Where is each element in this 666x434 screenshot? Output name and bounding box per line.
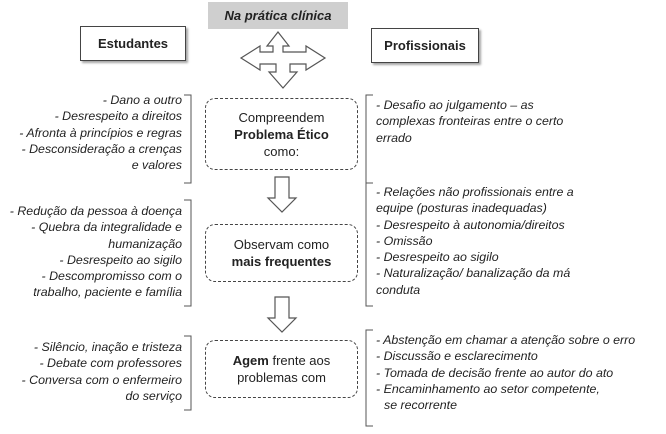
right-bracket-2 xyxy=(365,182,373,307)
list-item: equipe (posturas inadequadas) xyxy=(376,201,547,216)
center-box-act-post: frente aos problemas com xyxy=(237,353,331,385)
center-box-observe-bold: mais frequentes xyxy=(231,254,332,269)
list-item: - Discussão e esclarecimento xyxy=(376,349,538,364)
center-box-observe-pre: Observam como xyxy=(233,237,330,252)
students-title: Estudantes xyxy=(80,26,186,61)
list-item: - Desrespeito ao sigilo xyxy=(59,252,182,267)
right-bracket-3 xyxy=(365,329,373,427)
down-arrow-icon-1 xyxy=(266,176,298,213)
list-item: errado xyxy=(376,130,412,145)
center-box-understand-pre: Compreendem xyxy=(238,109,325,125)
center-box-act: Agem frente aos problemas com xyxy=(205,340,358,398)
left-bracket-3 xyxy=(184,335,192,411)
students-list-3: - Silêncio, inação e tristeza - Debate c… xyxy=(22,339,182,404)
professionals-list-3: - Abstenção em chamar a atenção sobre o … xyxy=(376,332,635,413)
down-arrow-icon-2 xyxy=(266,296,298,333)
list-item: - Conversa com o enfermeiro xyxy=(21,372,182,387)
center-box-act-bold: Agem xyxy=(232,353,269,368)
list-item: e valores xyxy=(131,158,182,173)
center-box-observe: Observam como mais frequentes xyxy=(205,224,358,282)
list-item: - Tomada de decisão frente ao autor do a… xyxy=(376,365,614,380)
professionals-list-1: - Desafio ao julgamento – as complexas f… xyxy=(376,97,563,146)
right-bracket-1 xyxy=(365,94,373,184)
professionals-title: Profissionais xyxy=(371,28,479,63)
list-item: - Desrespeito a direitos xyxy=(54,109,182,124)
center-box-understand-bold: Problema Ético xyxy=(234,126,329,142)
list-item: - Desafio ao julgamento – as xyxy=(376,98,534,112)
list-item: - Silêncio, inação e tristeza xyxy=(33,340,182,354)
header-title: Na prática clínica xyxy=(208,2,348,29)
list-item: - Afronta à princípios e regras xyxy=(19,125,182,140)
professionals-list-2: - Relações não profissionais entre a equ… xyxy=(376,184,574,298)
list-item: do serviço xyxy=(125,388,182,403)
list-item: - Descompromisso com o xyxy=(41,269,182,284)
list-item: se recorrente xyxy=(384,398,458,413)
list-item: complexas fronteiras entre o certo xyxy=(376,114,564,129)
four-way-arrow-icon xyxy=(239,31,327,89)
list-item: - Quebra da integralidade e xyxy=(31,220,182,235)
list-item: - Dano a outro xyxy=(102,93,182,107)
list-item: trabalho, paciente e família xyxy=(33,285,182,300)
list-item: - Redução da pessoa à doença xyxy=(9,204,182,218)
list-item: - Desconsideração a crenças xyxy=(21,141,182,156)
students-list-1: - Dano a outro - Desrespeito a direitos … xyxy=(19,92,182,173)
list-item: - Desrespeito à autonomia/direitos xyxy=(376,217,565,232)
students-list-2: - Redução da pessoa à doença - Quebra da… xyxy=(10,203,182,301)
left-bracket-1 xyxy=(184,94,192,184)
list-item: - Naturalização/ banalização da má xyxy=(376,266,571,281)
list-item: conduta xyxy=(376,282,421,297)
list-item: humanização xyxy=(108,236,182,251)
center-box-understand-post: como: xyxy=(263,143,300,159)
list-item: - Debate com professores xyxy=(39,356,182,371)
list-item: - Encaminhamento ao setor competente, xyxy=(376,381,600,396)
list-item: - Relações não profissionais entre a xyxy=(376,185,574,199)
left-bracket-2 xyxy=(184,199,192,307)
list-item: - Omissão xyxy=(376,233,433,248)
center-box-understand: Compreendem Problema Ético como: xyxy=(205,98,358,170)
list-item: - Desrespeito ao sigilo xyxy=(376,250,499,265)
list-item: - Abstenção em chamar a atenção sobre o … xyxy=(376,333,636,347)
